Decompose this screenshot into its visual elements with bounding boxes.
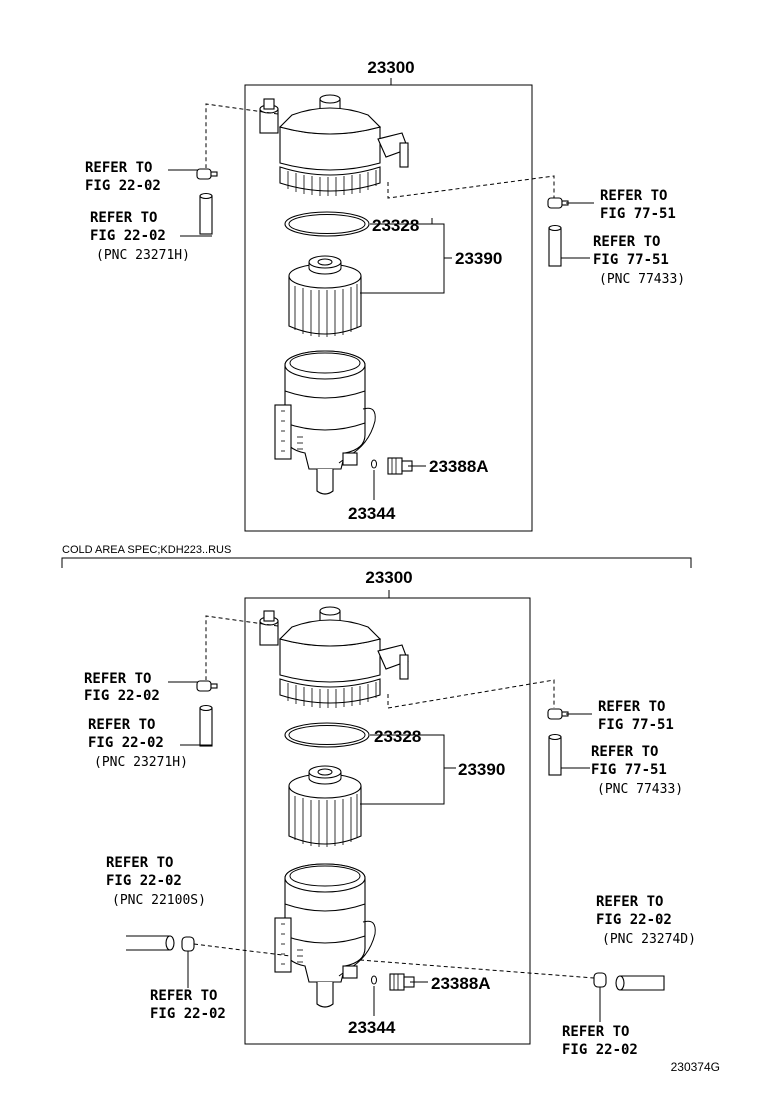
bottom-right-connector: [547, 708, 569, 720]
bottom-right-hose-refer-line1: REFER TO: [596, 894, 663, 910]
top-left-refer2-line1: REFER TO: [90, 210, 157, 226]
top-left-tube: [199, 192, 213, 235]
top-left-connector: [196, 168, 218, 180]
bottom-left-tube: [199, 704, 213, 747]
bottom-left-hose-refer-line3: (PNC 22100S): [112, 893, 206, 908]
bottom-right-heater-refer-line1: REFER TO: [562, 1024, 629, 1040]
bottom-left-refer2-line3: (PNC 23271H): [94, 755, 188, 770]
bottom-left-heater-refer-line1: REFER TO: [150, 988, 217, 1004]
top-left-refer2-line2: FIG 22-02: [90, 228, 166, 244]
bottom-oring-number: 23328: [374, 727, 421, 746]
top-left-refer1-line2: FIG 22-02: [85, 178, 161, 194]
bottom-left-refer2-line1: REFER TO: [88, 717, 155, 733]
bottom-right-refer1-line1: REFER TO: [598, 699, 665, 715]
bottom-right-hose-refer-line2: FIG 22-02: [596, 912, 672, 928]
bottom-right-refer1-line2: FIG 77-51: [598, 717, 674, 733]
bottom-left-refer1-line2: FIG 22-02: [84, 688, 160, 704]
bottom-left-connector: [196, 680, 218, 692]
bottom-left-hose-refer-line2: FIG 22-02: [106, 873, 182, 889]
bottom-right-heater-connector: [593, 972, 607, 988]
bottom-section: 23300 23328 23390 23388A 23344 REFER TO …: [84, 568, 696, 1058]
top-element-number: 23390: [455, 249, 502, 268]
top-left-refer2-line3: (PNC 23271H): [96, 248, 190, 263]
bottom-right-refer2-line1: REFER TO: [591, 744, 658, 760]
bottom-filter-head: [259, 606, 409, 709]
top-oring-number: 23328: [372, 216, 419, 235]
bottom-right-refer2-line3: (PNC 77433): [597, 782, 683, 797]
top-left-refer1-line1: REFER TO: [85, 160, 152, 176]
bottom-drain-plug-number: 23388A: [431, 974, 491, 993]
bottom-assembly-number: 23300: [365, 568, 412, 587]
bottom-filter-bowl: [274, 863, 376, 1008]
top-right-refer2-line1: REFER TO: [593, 234, 660, 250]
bottom-assembly-frame: [244, 597, 531, 1045]
top-right-tube: [548, 224, 562, 267]
top-right-refer2-line2: FIG 77-51: [593, 252, 669, 268]
bottom-left-refer2-line2: FIG 22-02: [88, 735, 164, 751]
bottom-filter-element: [288, 765, 362, 848]
spec-caption: COLD AREA SPEC;KDH223..RUS: [62, 544, 231, 556]
bottom-right-hose-refer-line3: (PNC 23274D): [602, 932, 696, 947]
top-assembly-number: 23300: [367, 58, 414, 77]
top-drain-plug-number: 23388A: [429, 457, 489, 476]
spec-bracket: [61, 557, 692, 568]
top-filter-head: [259, 94, 409, 197]
top-filter-bowl: [274, 350, 376, 495]
bottom-oring: [284, 722, 370, 748]
top-right-connector: [547, 197, 569, 209]
bottom-left-hose-refer-line1: REFER TO: [106, 855, 173, 871]
bottom-gasket: [371, 975, 377, 985]
bottom-right-heater-refer-line2: FIG 22-02: [562, 1042, 638, 1058]
bottom-right-refer2-line2: FIG 77-51: [591, 762, 667, 778]
top-gasket: [371, 459, 377, 469]
top-right-refer2-line3: (PNC 77433): [599, 272, 685, 287]
top-right-refer1-line1: REFER TO: [600, 188, 667, 204]
top-assembly-frame: [244, 84, 533, 532]
figure-code: 230374G: [671, 1060, 720, 1074]
top-filter-element: [288, 255, 362, 338]
top-section: 23300 23328 23390 23388A 23344 REFER TO …: [85, 58, 685, 532]
top-right-refer1-line2: FIG 77-51: [600, 206, 676, 222]
bottom-left-refer1-line1: REFER TO: [84, 671, 151, 687]
bottom-element-number: 23390: [458, 760, 505, 779]
bottom-left-heater-connector: [181, 936, 195, 952]
bottom-right-tube: [548, 733, 562, 776]
bottom-left-heater-refer-line2: FIG 22-02: [150, 1006, 226, 1022]
top-gasket-number: 23344: [348, 504, 396, 523]
top-oring: [284, 211, 370, 237]
bottom-gasket-number: 23344: [348, 1018, 396, 1037]
